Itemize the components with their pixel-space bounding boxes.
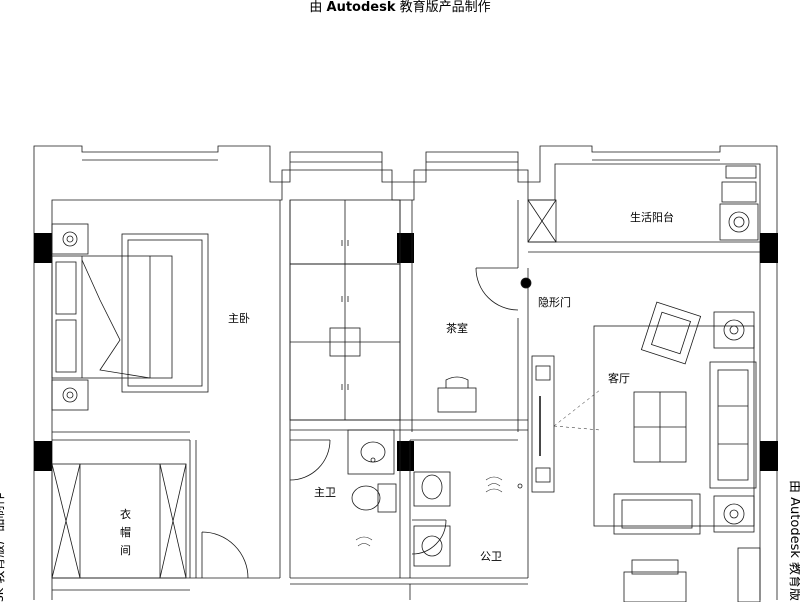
room-labels: 主卧 茶室 隐形门 客厅 生活阳台 衣 帽 间 主卫 公卫 <box>120 210 674 563</box>
tea-room-furniture <box>437 376 477 413</box>
shelf <box>737 547 761 603</box>
living-room-furniture <box>531 301 761 603</box>
doors <box>201 267 532 579</box>
sofa <box>709 361 757 489</box>
side-table <box>713 311 755 349</box>
room-label-cloakroom-1: 衣 <box>120 507 131 521</box>
squat-toilet <box>413 471 451 507</box>
nightstand <box>51 379 89 411</box>
washbasin <box>347 429 395 475</box>
column <box>760 233 778 263</box>
desk <box>437 387 477 413</box>
bedroom-furniture <box>51 223 209 411</box>
outer-walls <box>33 145 778 600</box>
watermark-brand: Autodesk <box>326 0 396 15</box>
bed <box>51 255 173 379</box>
watermark-prefix: 由 <box>309 0 323 15</box>
watermark-suffix: 教育版产品制作 <box>399 0 491 15</box>
sofa <box>613 493 701 535</box>
column <box>34 233 52 263</box>
room-label-hidden-door: 隐形门 <box>538 295 571 309</box>
tea-table <box>329 327 361 357</box>
room-label-cloakroom-3: 间 <box>120 544 131 557</box>
side-table <box>713 495 755 533</box>
room-label-service-balcony: 生活阳台 <box>630 210 674 224</box>
dining-chair <box>623 571 687 603</box>
room-label-master-bath: 主卫 <box>314 486 336 499</box>
rug <box>593 325 755 527</box>
hidden-door-pivot-icon <box>520 277 532 289</box>
room-label-tea-room: 茶室 <box>446 321 468 335</box>
washbasin <box>413 525 451 567</box>
column <box>397 441 414 471</box>
balcony-fixtures <box>527 165 759 243</box>
column <box>760 441 778 471</box>
rug <box>121 233 209 393</box>
wardrobes <box>51 199 401 579</box>
room-label-public-bath: 公卫 <box>480 550 502 563</box>
room-label-living-room: 客厅 <box>608 371 630 385</box>
nightstand <box>51 223 89 255</box>
column <box>34 441 52 471</box>
toilet <box>377 483 397 513</box>
column <box>397 233 414 263</box>
armchair <box>640 301 702 365</box>
tv-cabinet <box>531 355 555 493</box>
washing-machine <box>719 203 759 241</box>
watermark-right: 由 Autodesk 教育版 <box>787 480 800 601</box>
bathroom-fixtures <box>347 429 523 567</box>
watermark-left: sk 教育版产品制作 <box>0 492 7 602</box>
cloakroom-wardrobe <box>51 463 187 579</box>
structural-columns <box>34 233 778 471</box>
room-label-master-bedroom: 主卧 <box>228 312 250 325</box>
watermark-top: 由 Autodesk 教育版产品制作 <box>0 0 800 16</box>
room-label-cloakroom-2: 帽 <box>120 526 131 539</box>
